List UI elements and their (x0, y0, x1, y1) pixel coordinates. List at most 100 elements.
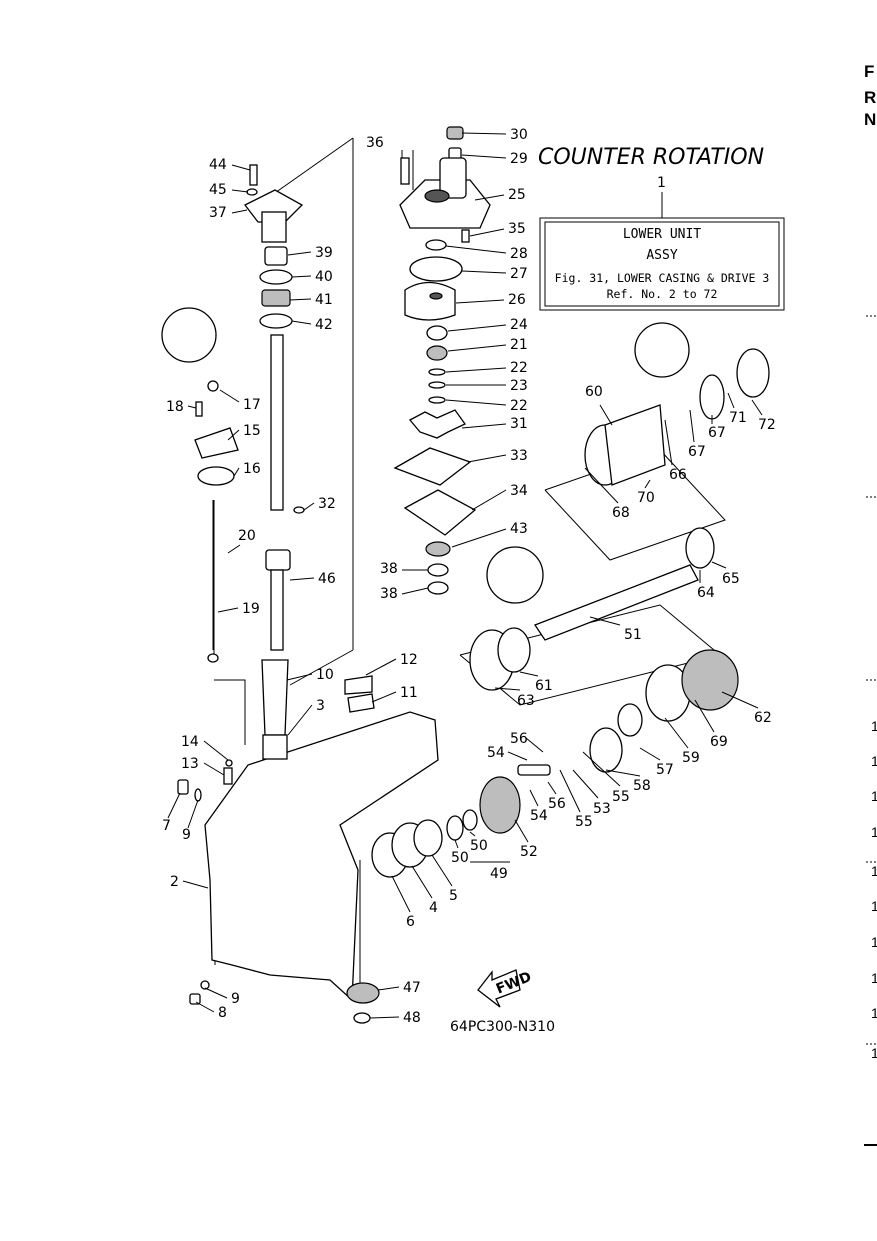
leader-line (461, 154, 507, 159)
part-number-label: 64 (697, 585, 715, 601)
svg-text:1: 1 (871, 753, 877, 769)
leader-line (451, 528, 507, 548)
part-number-label: 26 (508, 292, 526, 308)
part-number-label: 21 (510, 337, 528, 353)
svg-text:1: 1 (871, 1045, 877, 1061)
leader-line (289, 577, 315, 581)
part-number-label: 70 (637, 490, 655, 506)
part-number-label: 22 (510, 360, 528, 376)
leader-line (461, 423, 507, 429)
part-number-label: 54 (530, 808, 548, 824)
part-number-label: 37 (209, 205, 227, 221)
leader-line (514, 819, 529, 843)
part-number-label: 53 (593, 801, 611, 817)
leader-line (445, 245, 507, 254)
svg-text:1: 1 (871, 934, 877, 950)
part-number-label: 57 (656, 762, 674, 778)
part-number-label: 27 (510, 266, 528, 282)
leader-line (203, 762, 225, 776)
part-number-label: 19 (242, 601, 260, 617)
svg-text:1: 1 (871, 863, 877, 879)
part-number-label: 67 (708, 425, 726, 441)
lower-casing (204, 659, 439, 1002)
leader-line (431, 854, 453, 887)
part-number-label: 31 (510, 416, 528, 432)
part-number-label: 41 (315, 292, 333, 308)
part-number-label: 20 (238, 528, 256, 544)
part-number-label: 38 (380, 561, 398, 577)
leader-line (664, 717, 689, 749)
leader-line (182, 880, 209, 889)
leader-line (445, 367, 507, 373)
part-number-label: 28 (510, 246, 528, 262)
leader-line (461, 270, 507, 274)
ref-box-line3: Fig. 31, LOWER CASING & DRIVE 3 (555, 271, 770, 285)
part-number-label: 42 (315, 317, 333, 333)
part-number-label: 61 (535, 678, 553, 694)
part-number-label: 18 (166, 399, 184, 415)
edge-numbers: 1 1 1 1 1 1 1 1 1 1 (871, 718, 877, 1061)
part-number-label: 55 (575, 814, 593, 830)
edge-letter-3: N (864, 110, 876, 129)
part-number-label: 46 (318, 571, 336, 587)
part-number-label: 17 (243, 397, 261, 413)
reference-box: LOWER UNIT ASSY Fig. 31, LOWER CASING & … (539, 217, 785, 311)
part-number-label: 45 (209, 182, 227, 198)
leader-line (474, 194, 505, 201)
ref-box-line2: ASSY (646, 248, 677, 263)
part-number-label: 15 (243, 423, 261, 439)
leader-line (195, 1001, 215, 1013)
part-number-label: 6 (406, 914, 415, 930)
part-number-label: 16 (243, 461, 261, 477)
leader-line (507, 751, 528, 761)
leader-line (303, 502, 315, 511)
part-number-label: 11 (400, 685, 418, 701)
leader-line (694, 699, 715, 733)
leader-line (371, 691, 397, 703)
bottom-parts (189, 980, 380, 1024)
part-number-label: 65 (722, 571, 740, 587)
part-number-label: 22 (510, 398, 528, 414)
part-number-label: 36 (366, 135, 384, 151)
part-number-label: 63 (517, 693, 535, 709)
drive-shaft-parts (207, 164, 305, 663)
propeller-shaft-parts (371, 322, 770, 878)
leader-line (639, 747, 661, 761)
part-number-label: 33 (510, 448, 528, 464)
part-number-label: 60 (585, 384, 603, 400)
leader-line (365, 658, 397, 676)
leader-line (233, 467, 240, 477)
part-number-label: 39 (315, 245, 333, 261)
part-number-label: 8 (218, 1005, 227, 1021)
part-number-label: 5 (449, 888, 458, 904)
part-number-label: 13 (181, 756, 199, 772)
leader-line (572, 769, 599, 799)
part-number-label: 25 (508, 187, 526, 203)
leader-line (289, 298, 312, 301)
part-number-label: 43 (510, 521, 528, 537)
leader-line (231, 164, 251, 171)
leader-line (286, 673, 313, 681)
leader-line (469, 831, 476, 837)
part-number-label: 71 (729, 410, 747, 426)
part-number-label: 68 (612, 505, 630, 521)
drawing-code: 64PC300-N310 (450, 1019, 555, 1035)
leader-line (582, 751, 621, 787)
diagram-title: COUNTER ROTATION (538, 145, 764, 170)
fwd-arrow-icon: FWD (477, 969, 534, 1008)
leader-line (727, 392, 735, 409)
part-number-label: 50 (470, 838, 488, 854)
part-number-callouts: 3029362535282726242122232231333443383844… (162, 127, 776, 1026)
leader-line (217, 607, 239, 613)
leader-line (287, 251, 312, 256)
part-number-label: 51 (624, 627, 642, 643)
edge-letter-1: F (864, 62, 874, 81)
svg-text:1: 1 (871, 788, 877, 804)
leader-line (447, 324, 507, 332)
part-number-label: 3 (316, 698, 325, 714)
part-number-label: 23 (510, 378, 528, 394)
shift-parts (161, 307, 239, 802)
leader-line (711, 561, 727, 569)
leader-line (227, 429, 240, 441)
